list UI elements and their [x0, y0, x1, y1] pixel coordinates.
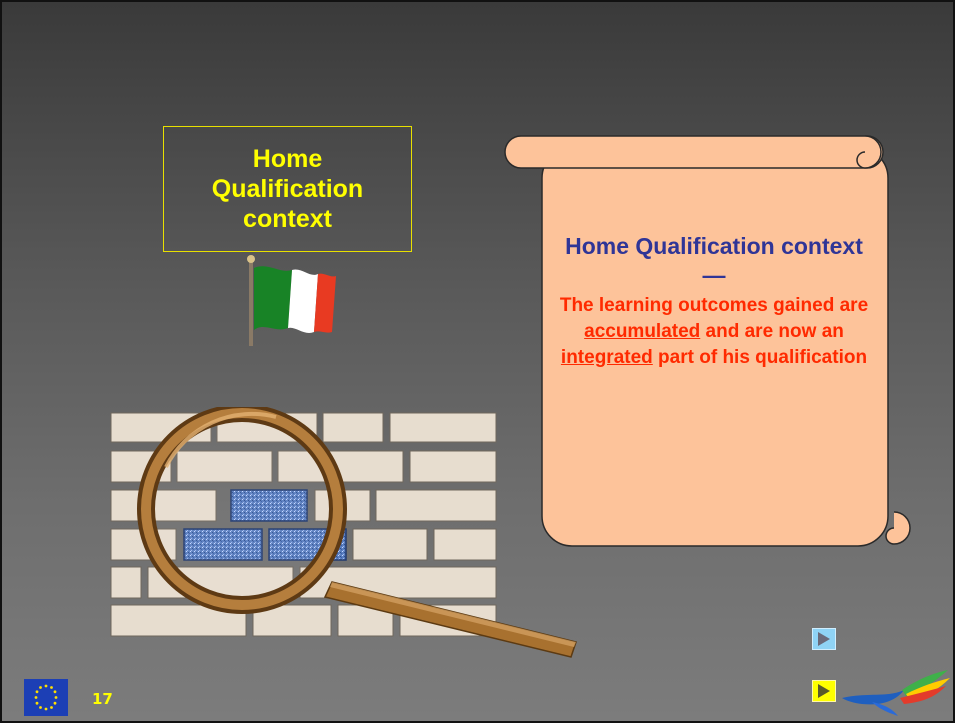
- body-text: The learning outcomes gained are: [559, 295, 869, 316]
- scroll-separator: —: [702, 262, 726, 288]
- play-triangle-icon: [818, 632, 830, 646]
- scroll-body: The learning outcomes gained are accumul…: [542, 293, 886, 371]
- scroll-banner: [504, 135, 911, 547]
- next-slide-button-active[interactable]: [812, 680, 836, 702]
- accumulated-emphasis: accumulated: [584, 321, 701, 342]
- page-number: 17: [92, 690, 113, 708]
- scroll-heading: Home Qualification context: [565, 233, 863, 259]
- brick-wall-illustration: [110, 407, 577, 658]
- home-qualification-label-box: Home Qualification context: [163, 126, 412, 252]
- body-text: part of his qualification: [652, 347, 868, 368]
- scroll-text: Home Qualification context — The learnin…: [542, 232, 886, 371]
- magnifying-glass-icon: [137, 407, 577, 658]
- italy-flag-icon: [247, 255, 336, 346]
- title-box-text: Home Qualification context: [211, 145, 364, 233]
- program-logo-icon: [842, 670, 950, 716]
- body-text: and are now an: [700, 321, 844, 342]
- integrated-emphasis: integrated: [560, 347, 653, 368]
- next-slide-button[interactable]: [812, 628, 836, 650]
- eu-flag-icon: [24, 679, 68, 716]
- play-triangle-icon: [818, 684, 830, 698]
